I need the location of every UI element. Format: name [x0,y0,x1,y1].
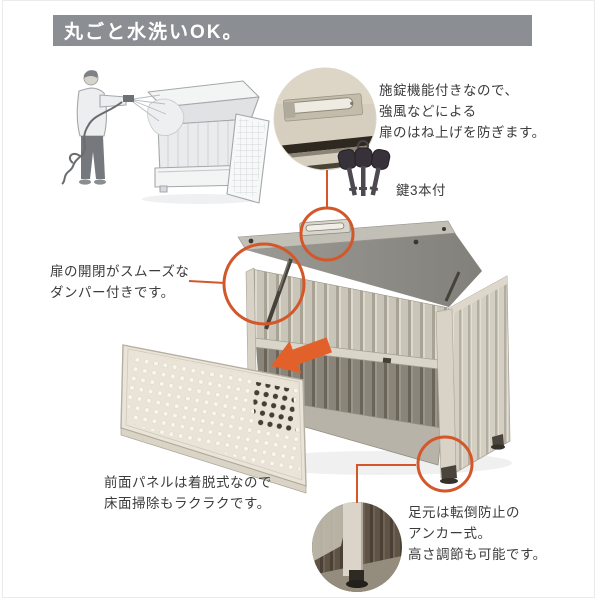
callout-lock: 施錠機能付きなので、 強風などによる 扉のはね上げを防ぎます。 [379,80,546,143]
latch-highlight-circle [299,206,355,262]
callout-front-panel-line1: 前面パネルは着脱式なので [104,475,272,490]
lock-inset-circle-edge [273,67,377,171]
callout-lock-line3: 扉のはね上げを防ぎます。 [379,125,546,140]
detached-front-panel [120,344,307,494]
callout-front-panel: 前面パネルは着脱式なので 床面掃除もラクラクです。 [104,472,272,514]
callout-anchor-line3: 高さ調節も可能です。 [408,547,547,562]
panel-removal-arrow-icon [271,337,332,374]
foot-inset-photo [312,502,402,592]
panel-bottom-rail [120,427,307,494]
foot-corner-post [343,502,363,576]
callout-lock-line2: 強風などによる [379,104,477,119]
callout-damper-line1: 扉の開閉がスムーズな [50,264,190,279]
key-2 [354,147,373,196]
lid-underside [246,233,482,307]
interior-lower-wall [256,347,442,428]
callout-connectors [188,170,416,503]
callout-front-panel-line2: 床面掃除もラクラクです。 [104,496,271,511]
illustration-storage-box [147,80,270,204]
keys-icon [337,140,391,196]
adjustable-foot [349,570,364,582]
water-spray [132,94,185,137]
callout-anchor-line1: 足元は転倒防止の [408,505,520,520]
illustration-person [61,70,134,185]
key-3 [369,148,391,196]
callout-lock-line1: 施錠機能付きなので、 [379,83,519,98]
gas-damper-left [264,258,293,330]
person-hair [84,70,98,78]
hose-sprayer [123,95,134,102]
person-pants [81,136,105,179]
gas-damper-right [444,271,461,302]
washing-illustration [61,70,270,204]
anchor-connector-line [356,464,416,503]
panel-open-holes [252,381,296,434]
callout-anchor-line2: アンカー式。 [408,526,492,541]
callout-anchor: 足元は転倒防止の アンカー式。 高さ調節も可能です。 [408,502,547,565]
callout-keys: 鍵3本付 [396,180,446,201]
panel-hole-grid [128,350,300,477]
garden-hose [61,101,123,185]
right-side-top-frame [449,276,507,316]
damper-highlight-circle [222,242,306,326]
illustration-ground-shadow [142,194,258,204]
product-photo [237,219,512,484]
foot-highlight-circle [416,435,474,493]
person-jacket [76,87,108,137]
lid-top-edge [237,220,456,251]
banner-title: 丸ごと水洗いOK。 [53,15,532,46]
banner-title-text: 丸ごと水洗いOK。 [64,22,244,43]
highlight-circles [222,206,474,493]
callout-damper: 扉の開閉がスムーズな ダンパー付きです。 [50,261,189,303]
damper-connector-line [188,280,226,284]
callout-keys-label: 鍵3本付 [396,183,447,198]
callout-damper-line2: ダンパー付きです。 [50,285,175,300]
key-1 [337,148,358,196]
